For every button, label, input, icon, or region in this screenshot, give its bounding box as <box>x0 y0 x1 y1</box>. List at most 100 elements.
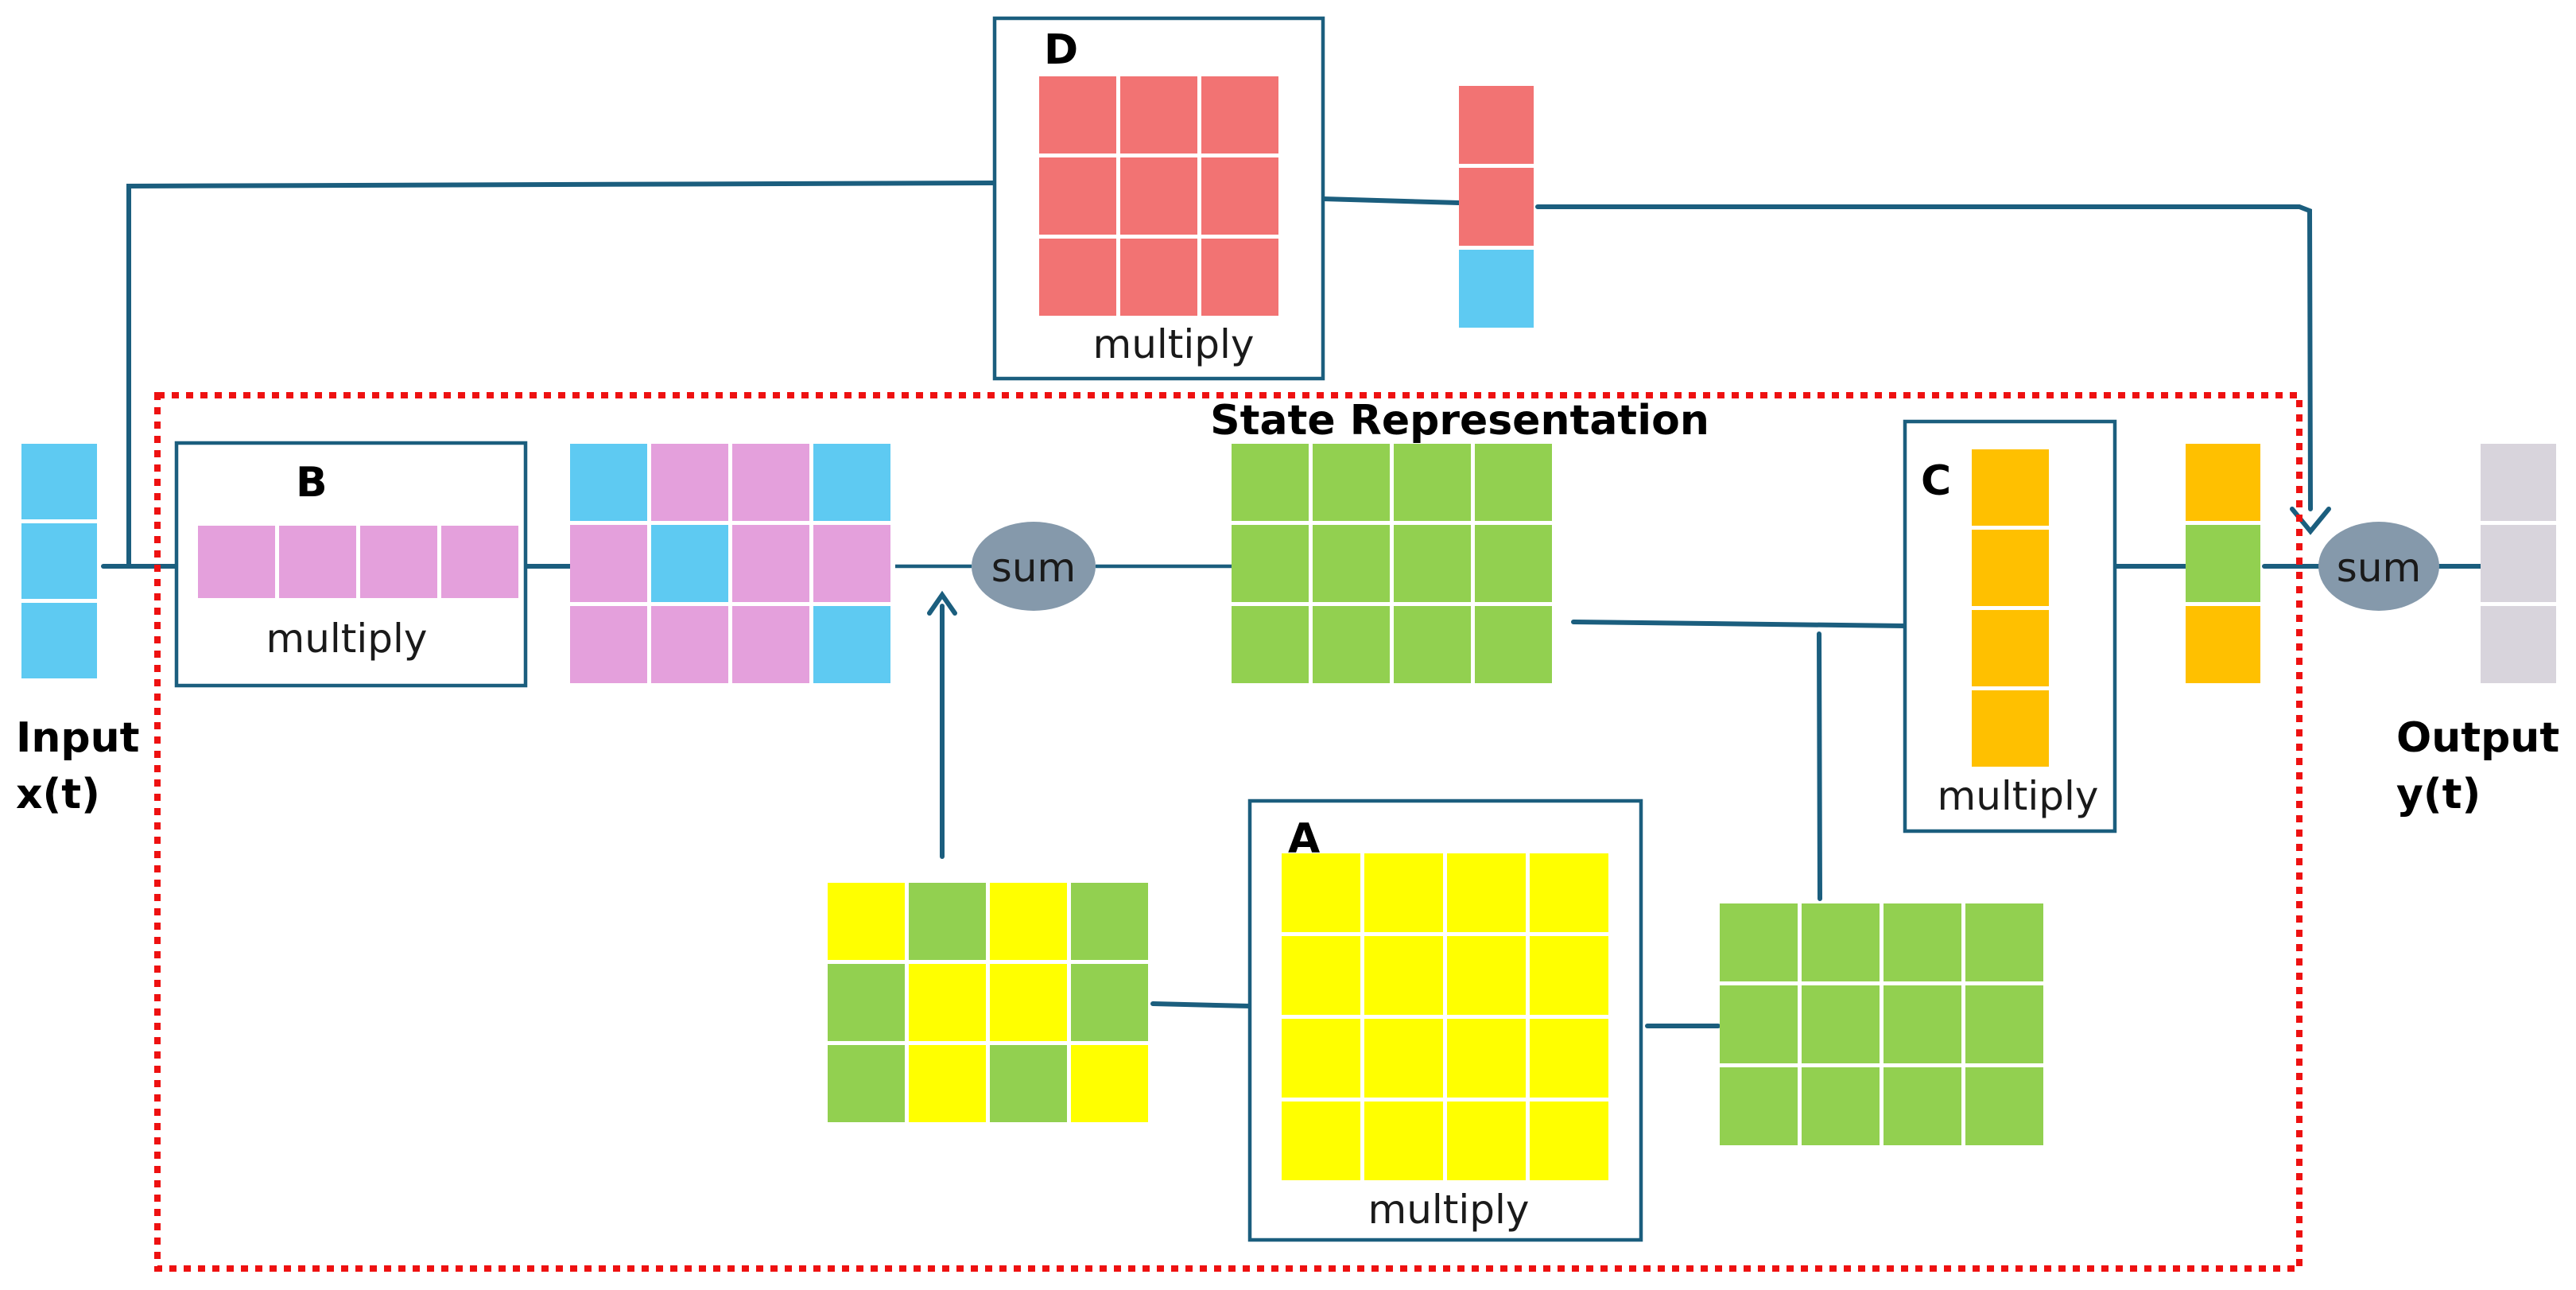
output-label-line1: Output <box>2396 714 2559 762</box>
matrix-cell <box>1364 853 1443 932</box>
matrix-cell <box>1394 606 1471 683</box>
matrix-cell <box>1039 239 1116 316</box>
matrix-cell <box>1364 936 1443 1015</box>
matrix-cell <box>1447 1019 1526 1098</box>
matrix-cell <box>1965 903 2043 981</box>
matrix-cell <box>1282 1019 1360 1098</box>
matrix-cell <box>198 526 275 598</box>
matrix-cell <box>1039 76 1116 153</box>
matrix-cell <box>1972 449 2049 526</box>
a-matrix <box>1282 853 1608 1180</box>
matrix-cell <box>1720 903 1798 981</box>
matrix-cell <box>1720 1067 1798 1145</box>
matrix-cell <box>1282 936 1360 1015</box>
matrix-a-label: A <box>1288 815 1320 863</box>
output-vector <box>2481 444 2556 683</box>
matrix-cell <box>1201 239 1278 316</box>
matrix-cell <box>1232 444 1309 521</box>
matrix-cell <box>1802 903 1880 981</box>
matrix-cell <box>909 964 986 1041</box>
b-matrix <box>198 526 518 598</box>
matrix-cell <box>1120 239 1197 316</box>
matrix-cell <box>990 1045 1067 1122</box>
matrix-cell <box>1475 606 1552 683</box>
matrix-c-label: C <box>1921 457 1951 505</box>
matrix-cell <box>1475 444 1552 521</box>
matrix-cell <box>813 606 890 683</box>
matrix-cell <box>909 1045 986 1122</box>
matrix-cell <box>1071 1045 1148 1122</box>
state-representation-region <box>154 392 2302 1272</box>
matrix-cell <box>1720 985 1798 1063</box>
matrix-cell <box>1447 1102 1526 1180</box>
matrix-cell <box>828 883 905 960</box>
multiply-b-label: multiply <box>266 616 427 662</box>
matrix-cell <box>1039 157 1116 235</box>
matrix-cell <box>828 1045 905 1122</box>
matrix-cell <box>732 525 809 602</box>
matrix-cell <box>1120 76 1197 153</box>
matrix-cell <box>1459 168 1534 246</box>
wire-a-to-ax <box>1150 1001 1252 1008</box>
matrix-cell <box>1459 86 1534 164</box>
cx-product-vector <box>2186 444 2260 683</box>
state-matrix <box>1232 444 1552 683</box>
matrix-cell <box>1201 76 1278 153</box>
multiply-a-label: multiply <box>1368 1187 1529 1233</box>
input-label-line2: x(t) <box>16 771 100 818</box>
matrix-cell <box>570 525 647 602</box>
output-sum-label: sum <box>2337 545 2421 591</box>
matrix-cell <box>651 606 728 683</box>
matrix-cell <box>21 523 97 599</box>
matrix-cell <box>1364 1019 1443 1098</box>
wire-state-branch-down <box>1817 631 1822 901</box>
matrix-cell <box>2186 444 2260 521</box>
c-matrix <box>1972 449 2049 767</box>
matrix-cell <box>360 526 437 598</box>
matrix-cell <box>1232 525 1309 602</box>
matrix-cell <box>1884 985 1961 1063</box>
state-sum-node: sum <box>972 522 1096 611</box>
matrix-cell <box>1394 525 1471 602</box>
matrix-cell <box>21 444 97 519</box>
matrix-cell <box>2186 525 2260 602</box>
matrix-cell <box>1071 883 1148 960</box>
wire-d-to-dx <box>1321 196 1461 205</box>
matrix-cell <box>1475 525 1552 602</box>
matrix-cell <box>2481 525 2556 602</box>
input-vector <box>21 444 97 678</box>
matrix-cell <box>828 964 905 1041</box>
matrix-cell <box>651 444 728 521</box>
matrix-d-label: D <box>1044 26 1078 74</box>
matrix-cell <box>1313 525 1390 602</box>
output-label-line2: y(t) <box>2396 771 2481 818</box>
matrix-cell <box>1530 936 1608 1015</box>
matrix-cell <box>1282 853 1360 932</box>
arrowhead-up-icon <box>927 590 957 616</box>
matrix-cell <box>441 526 518 598</box>
matrix-cell <box>1802 1067 1880 1145</box>
matrix-cell <box>1884 1067 1961 1145</box>
input-label-line1: Input <box>16 714 139 762</box>
matrix-cell <box>1965 1067 2043 1145</box>
matrix-cell <box>1972 690 2049 767</box>
matrix-cell <box>990 964 1067 1041</box>
matrix-cell <box>2186 606 2260 683</box>
matrix-cell <box>1232 606 1309 683</box>
multiply-d-label: multiply <box>1092 321 1254 367</box>
matrix-cell <box>1884 903 1961 981</box>
matrix-cell <box>1459 250 1534 328</box>
d-matrix <box>1039 76 1278 316</box>
matrix-cell <box>1972 610 2049 686</box>
matrix-cell <box>1447 936 1526 1015</box>
matrix-cell <box>909 883 986 960</box>
matrix-cell <box>1071 964 1148 1041</box>
matrix-cell <box>732 606 809 683</box>
matrix-cell <box>1530 853 1608 932</box>
matrix-cell <box>1120 157 1197 235</box>
matrix-cell <box>1530 1019 1608 1098</box>
matrix-cell <box>813 525 890 602</box>
wire-state-to-c <box>1571 620 1907 628</box>
matrix-cell <box>1282 1102 1360 1180</box>
matrix-cell <box>1201 157 1278 235</box>
